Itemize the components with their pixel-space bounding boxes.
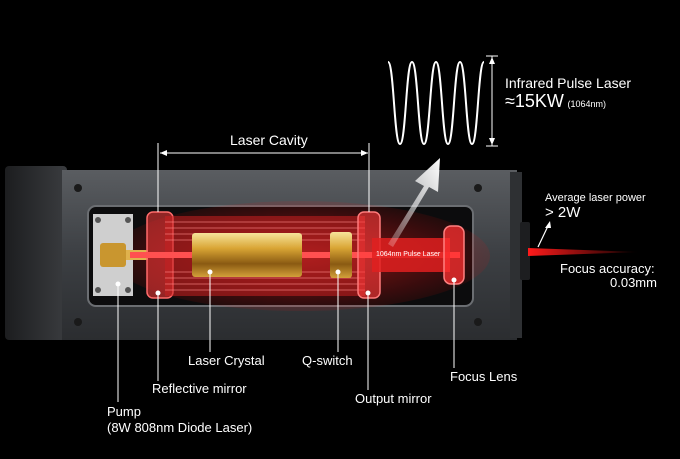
laser-crystal-label: Laser Crystal <box>188 353 265 368</box>
wave-title: Infrared Pulse Laser <box>505 75 632 91</box>
reflective-mirror-label: Reflective mirror <box>152 381 247 396</box>
focus-lens-label: Focus Lens <box>450 369 518 384</box>
output-beam <box>528 248 640 256</box>
output-mirror-label: Output mirror <box>355 391 432 406</box>
housing-end-cap <box>5 166 67 340</box>
beam-inner-label: 1064nm Pulse Laser <box>376 251 441 258</box>
emission-arrow <box>388 158 440 247</box>
output-power-arrow <box>537 225 549 248</box>
screw-icon <box>74 184 482 326</box>
avg-power-value: > 2W <box>545 204 581 221</box>
q-switch-label: Q-switch <box>302 353 353 368</box>
leader-lines <box>117 272 455 402</box>
output-nozzle <box>520 222 530 280</box>
q-switch <box>330 232 352 278</box>
focus-accuracy-value: 0.03mm <box>610 275 657 290</box>
laser-crystal <box>192 233 302 277</box>
wavelength: (1064nm) <box>567 99 607 109</box>
avg-power-label: Average laser power <box>545 192 646 204</box>
peak-power: ≈15KW <box>505 91 564 111</box>
focus-lens <box>443 225 465 285</box>
pump-label: Pump <box>107 404 141 419</box>
pulse-wave <box>387 60 485 146</box>
output-beam-box <box>372 238 450 272</box>
wave-power: ≈15KW (1064nm) <box>505 91 607 112</box>
focus-accuracy-label: Focus accuracy: <box>560 261 655 276</box>
cavity-label: Laser Cavity <box>230 132 308 148</box>
pump-diode <box>100 243 126 267</box>
pump-spec-label: (8W 808nm Diode Laser) <box>107 420 253 435</box>
housing-right-cap <box>510 172 522 338</box>
